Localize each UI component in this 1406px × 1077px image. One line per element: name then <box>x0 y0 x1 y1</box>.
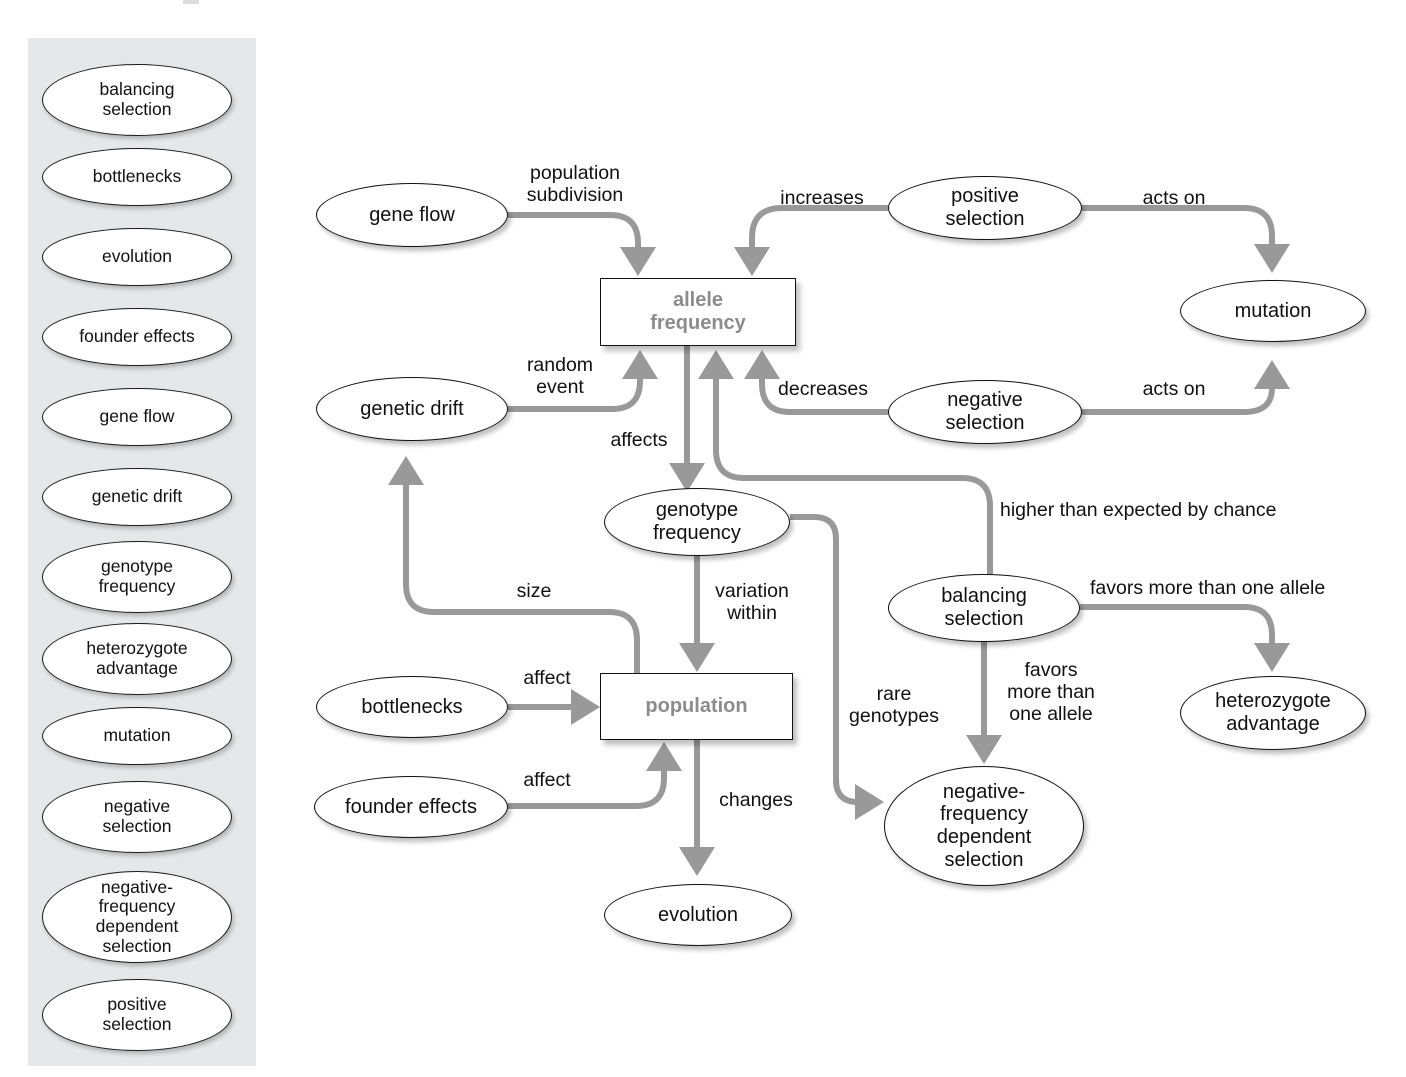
node-label: negative- frequency dependent selection <box>936 780 1032 871</box>
edge-balancing-selection-to-heterozygote-advantage <box>1080 604 1275 650</box>
sidebar-item-label: heterozygote advantage <box>86 638 188 678</box>
edge-positive-selection-to-allele-frequency <box>749 205 888 256</box>
node-label: balancing selection <box>941 585 1027 630</box>
arrowhead-rare-genotypes <box>855 784 884 820</box>
sidebar-item-mutation[interactable]: mutation <box>42 707 232 765</box>
node-negative-frequency-dependent-selection[interactable]: negative- frequency dependent selection <box>884 766 1084 886</box>
node-label: mutation <box>1234 299 1312 322</box>
edge-label-favors-more-than-one-allele-down: favors more than one allele <box>1007 659 1095 725</box>
node-label: population <box>645 695 748 718</box>
sidebar-item-label: genetic drift <box>91 486 183 507</box>
edge-label-decreases: decreases <box>778 378 868 400</box>
node-label: allele frequency <box>650 289 746 334</box>
node-label: bottlenecks <box>361 695 463 718</box>
arrowhead-changes <box>679 847 715 876</box>
edge-label-random-event: random event <box>526 354 594 398</box>
arrowhead-decreases <box>744 350 780 379</box>
node-balancing-selection[interactable]: balancing selection <box>888 574 1080 642</box>
node-founder-effects[interactable]: founder effects <box>314 776 508 838</box>
node-label: heterozygote advantage <box>1215 690 1331 735</box>
sidebar-item-gene-flow[interactable]: gene flow <box>42 388 232 446</box>
edge-label-acts-on-positive: acts on <box>1142 187 1206 209</box>
node-mutation[interactable]: mutation <box>1180 280 1366 342</box>
sidebar-item-label: bottlenecks <box>92 166 182 187</box>
sidebar-item-evolution[interactable]: evolution <box>42 228 232 286</box>
arrowhead-variation-within <box>679 643 715 672</box>
sidebar-item-label: genotype frequency <box>98 556 176 596</box>
node-label: negative selection <box>945 389 1025 434</box>
arrowhead-random-event <box>622 350 658 379</box>
edge-label-changes: changes <box>719 789 793 811</box>
node-label: evolution <box>657 903 739 926</box>
arrowhead-affect-founder <box>646 742 682 771</box>
edge-positive-selection-to-mutation <box>1082 205 1275 253</box>
sidebar-item-genotype-frequency[interactable]: genotype frequency <box>42 541 232 613</box>
edge-gene-flow-to-allele-frequency <box>508 212 641 256</box>
node-bottlenecks[interactable]: bottlenecks <box>316 676 508 738</box>
sidebar-item-label: gene flow <box>99 406 175 427</box>
sidebar-item-label: balancing selection <box>99 79 175 119</box>
sidebar-item-label: evolution <box>101 246 173 267</box>
node-label: genetic drift <box>360 397 464 420</box>
edge-label-increases: increases <box>780 187 864 209</box>
node-heterozygote-advantage[interactable]: heterozygote advantage <box>1180 676 1366 750</box>
sidebar-item-label: positive selection <box>102 994 172 1034</box>
sidebar-item-label: negative selection <box>102 796 172 836</box>
arrowhead-increases <box>734 247 770 276</box>
sidebar-item-negative-frequency-dependent-selection[interactable]: negative- frequency dependent selection <box>42 871 232 963</box>
arrowhead-affect-bottlenecks <box>571 689 600 725</box>
edge-label-affect-founder: affect <box>523 769 571 791</box>
arrowhead-favors-down <box>966 735 1002 764</box>
edge-label-size: size <box>516 580 552 602</box>
edge-population-to-genetic-drift <box>403 478 640 673</box>
sidebar-item-negative-selection[interactable]: negative selection <box>42 781 232 853</box>
edge-label-favors-more-than-one-allele-right: favors more than one allele <box>1090 577 1326 599</box>
arrowhead-acts-on-negative <box>1254 360 1290 389</box>
edge-label-affects: affects <box>610 429 668 451</box>
sidebar-item-founder-effects[interactable]: founder effects <box>42 308 232 366</box>
node-allele-frequency[interactable]: allele frequency <box>600 278 796 346</box>
arrowhead-size <box>388 456 424 485</box>
node-label: founder effects <box>345 795 477 818</box>
sidebar-item-balancing-selection[interactable]: balancing selection <box>42 64 232 136</box>
sidebar-item-positive-selection[interactable]: positive selection <box>42 979 232 1051</box>
edge-label-acts-on-negative: acts on <box>1142 378 1206 400</box>
arrowhead-gene-flow <box>620 247 656 276</box>
node-label: genotype frequency <box>653 499 741 544</box>
top-edge-artifact <box>183 0 199 4</box>
edge-label-variation-within: variation within <box>715 580 789 624</box>
sidebar-item-label: mutation <box>103 725 171 746</box>
edge-genotype-frequency-to-nfd-selection <box>790 514 862 805</box>
node-positive-selection[interactable]: positive selection <box>888 176 1082 240</box>
edge-label-rare-genotypes: rare genotypes <box>849 683 939 727</box>
edge-label-population-subdivision: population subdivision <box>526 162 624 206</box>
edge-label-affect-bottlenecks: affect <box>523 667 571 689</box>
node-label: gene flow <box>369 203 455 226</box>
sidebar-item-label: negative- frequency dependent selection <box>95 876 179 956</box>
sidebar-item-heterozygote-advantage[interactable]: heterozygote advantage <box>42 623 232 695</box>
node-genotype-frequency[interactable]: genotype frequency <box>604 488 790 556</box>
node-population[interactable]: population <box>600 673 793 740</box>
arrowhead-higher-than-expected <box>698 350 734 379</box>
edge-label-higher-than-expected-by-chance: higher than expected by chance <box>1000 499 1277 521</box>
node-genetic-drift[interactable]: genetic drift <box>316 377 508 441</box>
sidebar-item-genetic-drift[interactable]: genetic drift <box>42 468 232 526</box>
sidebar-item-bottlenecks[interactable]: bottlenecks <box>42 148 232 206</box>
node-negative-selection[interactable]: negative selection <box>888 380 1082 444</box>
arrowhead-acts-on-positive <box>1254 244 1290 273</box>
sidebar-item-label: founder effects <box>79 326 195 347</box>
arrowhead-favors-right <box>1254 643 1290 672</box>
node-evolution[interactable]: evolution <box>604 884 792 946</box>
node-gene-flow[interactable]: gene flow <box>316 183 508 247</box>
node-label: positive selection <box>945 185 1025 230</box>
